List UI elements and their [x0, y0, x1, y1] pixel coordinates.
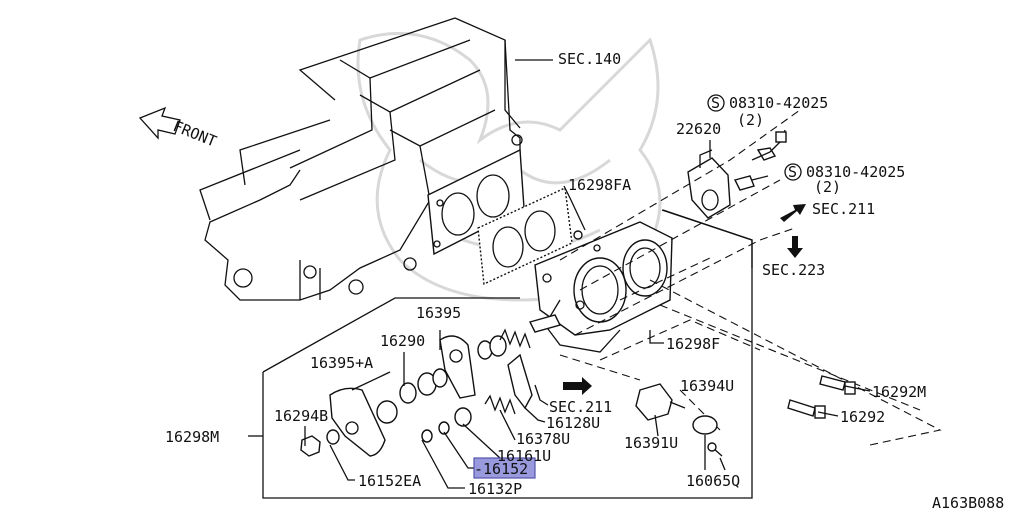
label-16294B[interactable]: 16294B — [274, 407, 328, 425]
leader-lines — [248, 59, 871, 489]
svg-text:(2): (2) — [737, 111, 764, 129]
label-16161U[interactable]: 16161U — [497, 447, 551, 465]
svg-text:S: S — [788, 163, 797, 181]
svg-text:(2): (2) — [814, 178, 841, 196]
figure-id: A163B088 — [932, 494, 1004, 511]
label-16290[interactable]: 16290 — [380, 332, 425, 350]
label-16298FA[interactable]: 16298FA — [568, 176, 631, 194]
label-16292[interactable]: 16292 — [840, 408, 885, 426]
svg-text:08310-42025: 08310-42025 — [806, 163, 905, 181]
svg-text:08310-42025: 08310-42025 — [729, 94, 828, 112]
label-16391U[interactable]: 16391U — [624, 434, 678, 452]
throttle-sensor — [687, 149, 731, 219]
label-16298F[interactable]: 16298F — [666, 335, 720, 353]
manifold-flange — [427, 148, 525, 256]
label-16292M[interactable]: 16292M — [872, 383, 926, 401]
sec211-lower-arrow-icon — [563, 377, 592, 395]
throttle-body — [534, 221, 673, 353]
label-16378U[interactable]: 16378U — [516, 430, 570, 448]
label-16395[interactable]: 16395 — [416, 304, 461, 322]
label-front: FRONT — [171, 117, 220, 151]
throttle-gasket — [477, 186, 573, 286]
screw-spec-1: S 08310-42025 (2) — [707, 94, 828, 129]
sec211-arrow-icon — [780, 204, 806, 222]
label-sec211-lower[interactable]: SEC.211 — [549, 398, 612, 416]
label-16152[interactable]: -16152 — [474, 460, 528, 478]
front-arrow-icon — [138, 106, 181, 140]
label-16395A[interactable]: 16395+A — [310, 354, 373, 372]
kit-parts — [300, 314, 723, 457]
label-16152EA[interactable]: 16152EA — [358, 472, 421, 490]
svg-text:S: S — [711, 94, 720, 112]
highlight-box — [473, 457, 536, 479]
label-16394U[interactable]: 16394U — [680, 377, 734, 395]
label-16298M[interactable]: 16298M — [165, 428, 219, 446]
label-22620[interactable]: 22620 — [676, 120, 721, 138]
label-16065Q[interactable]: 16065Q — [686, 472, 740, 490]
label-sec211-upper[interactable]: SEC.211 — [812, 200, 875, 218]
label-16128U[interactable]: 16128U — [546, 414, 600, 432]
assembly-guide-lines — [559, 109, 942, 446]
label-sec223[interactable]: SEC.223 — [762, 261, 825, 279]
intake-manifold — [199, 17, 523, 301]
sec223-arrow-icon — [787, 236, 803, 258]
screw-spec-2: S 08310-42025 (2) — [784, 163, 905, 196]
label-16132P[interactable]: 16132P — [468, 480, 522, 498]
label-sec140[interactable]: SEC.140 — [558, 50, 621, 68]
